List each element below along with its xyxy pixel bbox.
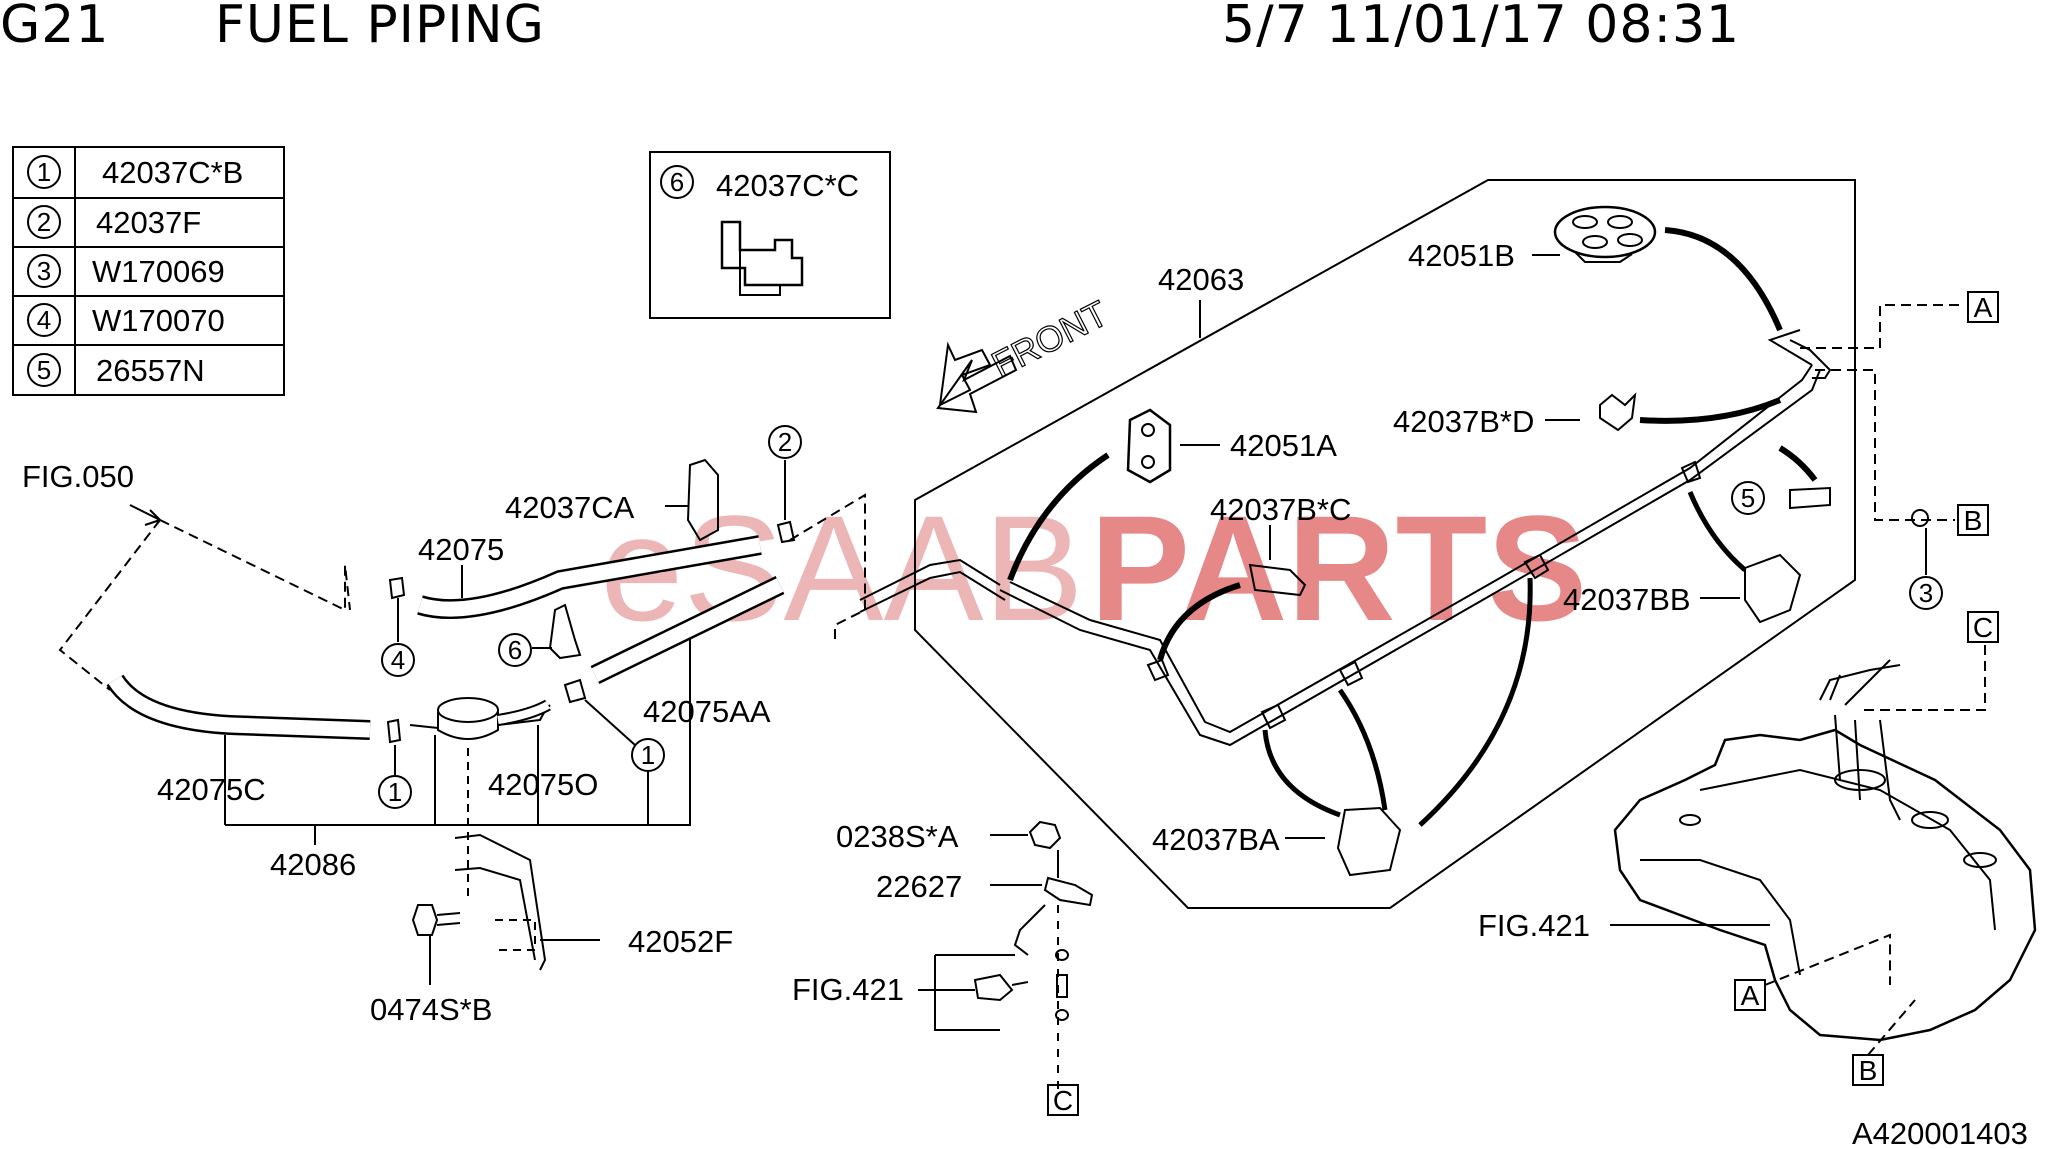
part-label-42075AA[interactable]: 42075AA bbox=[643, 694, 771, 729]
legend-part[interactable]: 42037C*B bbox=[102, 155, 243, 190]
fig-ref-421-right[interactable]: FIG.421 bbox=[1478, 908, 1590, 943]
part-label-42075O[interactable]: 42075O bbox=[488, 767, 598, 802]
legend-part[interactable]: W170069 bbox=[92, 254, 225, 289]
watermark-text: PARTS bbox=[1090, 484, 1587, 652]
ref-letter: C bbox=[1053, 1085, 1073, 1116]
part-label-22627[interactable]: 22627 bbox=[876, 869, 962, 904]
ref-letter: B bbox=[1964, 505, 1983, 536]
legend-table: 1 42037C*B 2 42037F 3 W170069 4 W170070 … bbox=[12, 146, 285, 396]
legend-index: 1 bbox=[37, 157, 51, 187]
legend-index: 4 bbox=[37, 305, 51, 335]
left-hose-assembly: FIG.050 42075C 1 42075O 42052F bbox=[22, 425, 1006, 1027]
front-arrow: FRONT bbox=[936, 292, 1115, 414]
part-label-42075[interactable]: 42075 bbox=[418, 532, 504, 567]
diagram-title: FUEL PIPING bbox=[215, 0, 545, 55]
legend-index: 2 bbox=[37, 207, 51, 237]
fig-ref-421-left[interactable]: FIG.421 bbox=[792, 972, 904, 1007]
part-label-42051A[interactable]: 42051A bbox=[1230, 428, 1337, 463]
callout-number: 4 bbox=[391, 645, 405, 675]
page-date: 5/7 11/01/17 08:31 bbox=[1222, 0, 1740, 55]
callout-number: 1 bbox=[388, 777, 402, 807]
diagram-id: A420001403 bbox=[1852, 1116, 2028, 1149]
callout-number: 2 bbox=[778, 427, 792, 457]
watermark-logo: eSAAB PARTS bbox=[600, 484, 1587, 652]
part-label-0238S-A[interactable]: 0238S*A bbox=[836, 819, 959, 854]
ref-letter: A bbox=[1741, 980, 1760, 1011]
callout-number: 5 bbox=[1741, 483, 1755, 513]
legend-part[interactable]: 42037F bbox=[96, 205, 201, 240]
callout-number: 6 bbox=[508, 635, 522, 665]
legend-index: 3 bbox=[37, 256, 51, 286]
ref-letter: B bbox=[1859, 1055, 1878, 1086]
pipe-panel-42063: 42063 42051B 42037B*D 42051A 42037B*C bbox=[914, 179, 1999, 909]
fig-ref-050[interactable]: FIG.050 bbox=[22, 459, 134, 494]
part-label-42052F[interactable]: 42052F bbox=[628, 924, 733, 959]
part-label-42037CA[interactable]: 42037CA bbox=[505, 490, 635, 525]
fuel-tank-illustration: C FIG.421 A B bbox=[1478, 611, 2037, 1086]
part-label-42086[interactable]: 42086 bbox=[270, 847, 356, 882]
inset-box-clip: 6 42037C*C bbox=[649, 151, 891, 319]
callout-number: 6 bbox=[670, 167, 684, 197]
legend-index: 5 bbox=[37, 355, 51, 385]
part-label-42063[interactable]: 42063 bbox=[1158, 262, 1244, 297]
callout-number: 1 bbox=[641, 740, 655, 770]
part-label-42037BA[interactable]: 42037BA bbox=[1152, 822, 1280, 857]
part-label-42037BB[interactable]: 42037BB bbox=[1563, 582, 1691, 617]
part-label-42037B-C[interactable]: 42037B*C bbox=[1210, 492, 1351, 527]
sensor-assembly-22627: 0238S*A 22627 FIG.421 C bbox=[792, 819, 1094, 1116]
part-label-42051B[interactable]: 42051B bbox=[1408, 238, 1515, 273]
inset-part-label[interactable]: 42037C*C bbox=[716, 168, 859, 203]
part-label-42037B-D[interactable]: 42037B*D bbox=[1393, 404, 1534, 439]
callout-number: 3 bbox=[1919, 578, 1933, 608]
ref-letter: C bbox=[1973, 612, 1993, 643]
front-label: FRONT bbox=[985, 292, 1114, 385]
ref-letter: A bbox=[1974, 292, 1993, 323]
part-label-42075C[interactable]: 42075C bbox=[157, 772, 266, 807]
diagram-code: G21 bbox=[0, 0, 109, 55]
legend-part[interactable]: W170070 bbox=[92, 303, 225, 338]
part-label-0474S-B[interactable]: 0474S*B bbox=[370, 992, 492, 1027]
legend-part[interactable]: 26557N bbox=[96, 353, 205, 388]
